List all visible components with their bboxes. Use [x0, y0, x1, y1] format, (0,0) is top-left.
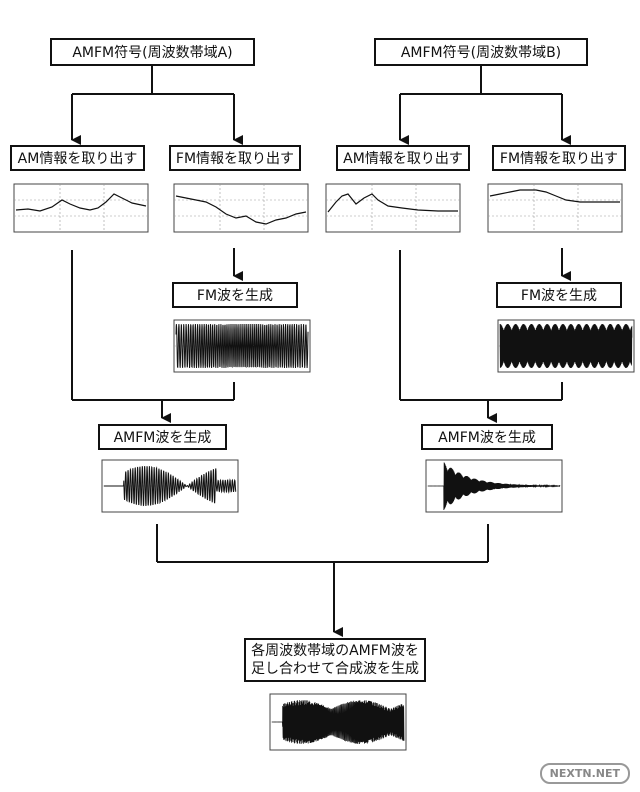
combine-box: 各周波数帯域のAMFM波を 足し合わせて合成波を生成 — [244, 638, 426, 682]
fm-gen-a-label: FM波を生成 — [197, 285, 273, 305]
watermark-logo: NEXTN.NET — [540, 763, 630, 784]
fm-wave-plot-a — [166, 316, 316, 382]
am-extract-a-box: AM情報を取り出す — [10, 145, 145, 171]
combine-label-line2: 足し合わせて合成波を生成 — [251, 660, 419, 678]
fm-frequency-plot-b — [480, 180, 626, 242]
source-a-label: AMFM符号(周波数帯域A) — [72, 42, 232, 62]
source-b-label: AMFM符号(周波数帯域B) — [401, 42, 561, 62]
am-extract-a-label: AM情報を取り出す — [18, 148, 138, 168]
combine-label-line1: 各周波数帯域のAMFM波を — [251, 642, 419, 660]
am-envelope-plot-b — [318, 180, 464, 242]
fm-gen-b-box: FM波を生成 — [496, 282, 622, 308]
fm-wave-plot-b — [490, 316, 640, 382]
amfm-gen-b-label: AMFM波を生成 — [438, 427, 536, 447]
am-envelope-plot-a — [6, 180, 152, 242]
am-extract-b-label: AM情報を取り出す — [343, 148, 463, 168]
combined-wave-plot — [262, 690, 412, 760]
fm-gen-a-box: FM波を生成 — [172, 282, 298, 308]
amfm-wave-plot-b — [418, 456, 568, 522]
fm-extract-a-label: FM情報を取り出す — [176, 148, 294, 168]
fm-extract-b-box: FM情報を取り出す — [492, 145, 626, 171]
fm-extract-a-box: FM情報を取り出す — [169, 145, 301, 171]
amfm-gen-a-label: AMFM波を生成 — [114, 427, 212, 447]
fm-extract-b-label: FM情報を取り出す — [500, 148, 618, 168]
amfm-wave-plot-a — [94, 456, 244, 522]
source-b-box: AMFM符号(周波数帯域B) — [374, 38, 588, 66]
fm-frequency-plot-a — [166, 180, 312, 242]
amfm-gen-a-box: AMFM波を生成 — [98, 424, 227, 450]
source-a-box: AMFM符号(周波数帯域A) — [50, 38, 255, 66]
am-extract-b-box: AM情報を取り出す — [336, 145, 470, 171]
fm-gen-b-label: FM波を生成 — [521, 285, 597, 305]
amfm-gen-b-box: AMFM波を生成 — [421, 424, 553, 450]
